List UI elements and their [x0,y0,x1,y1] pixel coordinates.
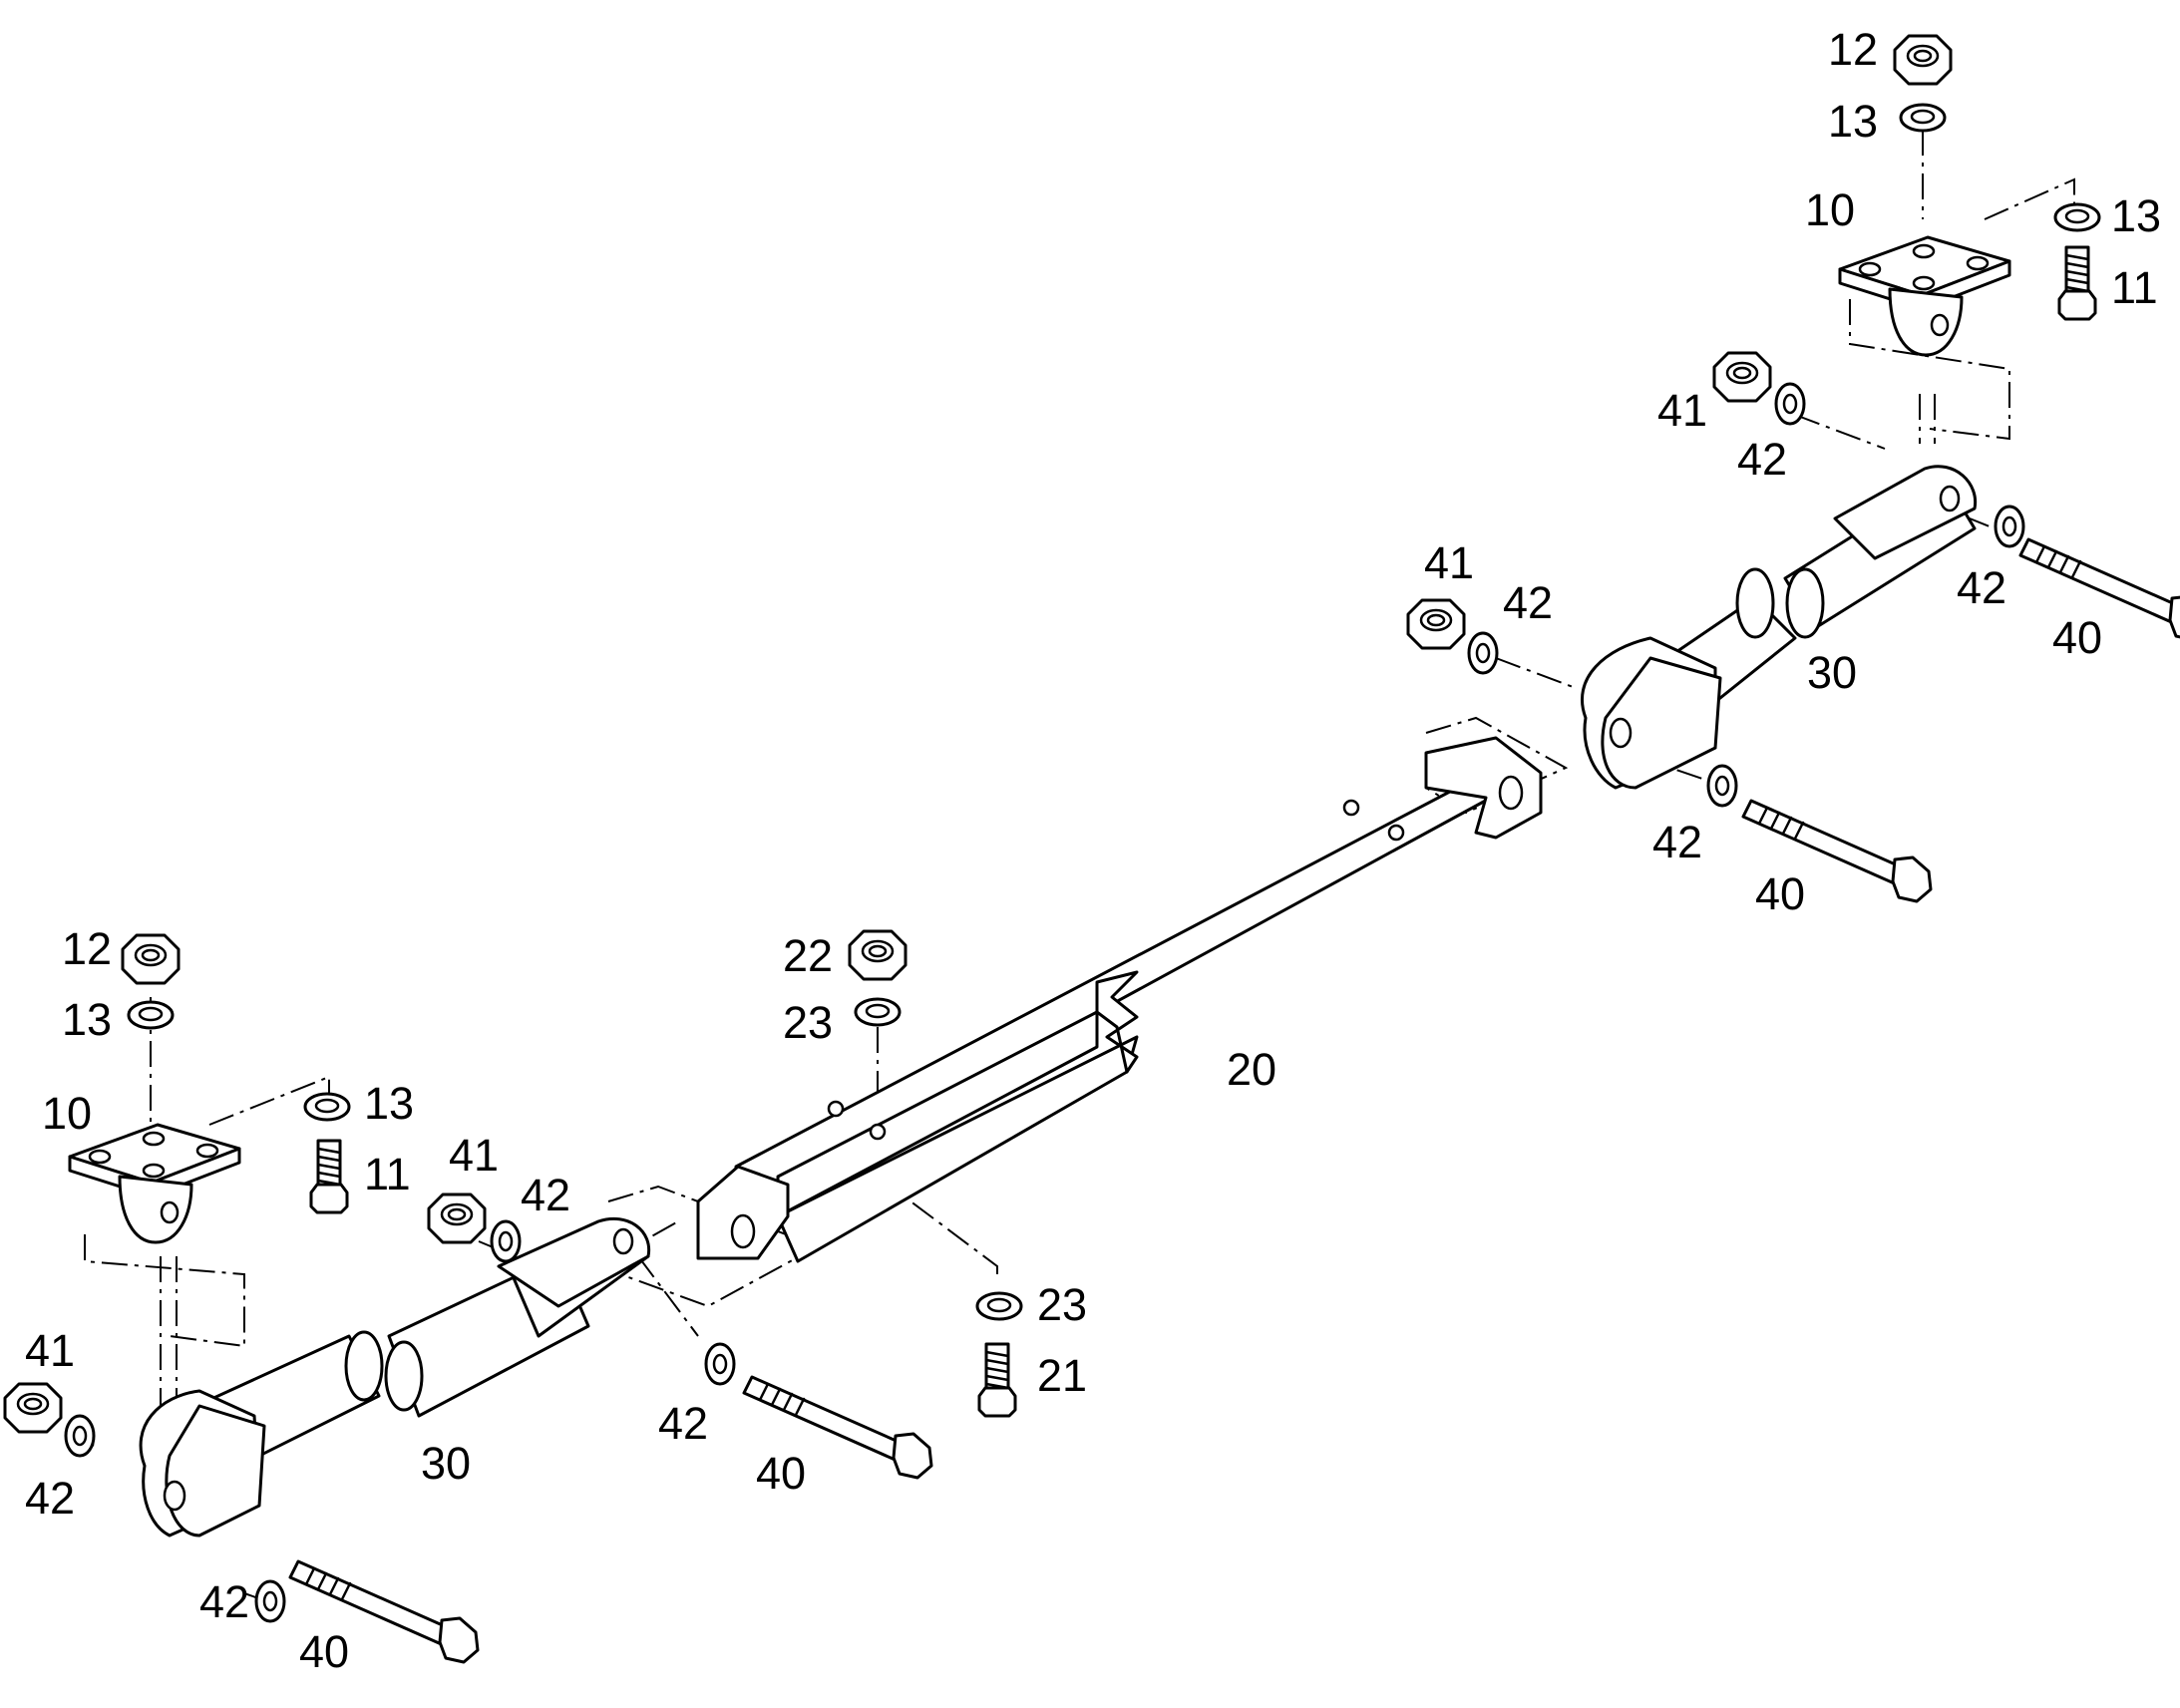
callout-label: 20 [1227,1044,1276,1095]
callout-label: 42 [521,1170,570,1220]
washer-13-left-top [127,1000,175,1030]
callout-label: 42 [25,1473,75,1524]
bolt-11-left [309,1139,349,1214]
washer-13-left [303,1092,351,1122]
bolt-11-right [2057,245,2097,321]
washer-13-right [2053,202,2101,232]
callout-label: 42 [1503,577,1553,628]
callout-label: 30 [1807,647,1857,698]
callout-label: 30 [421,1438,471,1489]
nut-41-right-upper [1712,351,1772,403]
nut-41-left-lower [3,1382,63,1434]
callout-label: 40 [756,1448,806,1499]
left-clevis [139,1389,266,1537]
washer-23-top [854,997,902,1027]
callout-label: 42 [199,1576,249,1627]
callout-label: 12 [1828,24,1878,75]
washer-23-bottom [975,1291,1023,1321]
washer-42-left-bottom [254,1579,286,1623]
nut-41-left-upper [427,1193,487,1244]
callout-label: 40 [1755,868,1805,919]
washer-42-left-mid [704,1342,736,1386]
callout-label: 22 [783,930,833,981]
washer-13-right-top [1899,103,1947,133]
right-clevis [1580,636,1722,790]
left-mounting-bracket [68,1123,241,1244]
callout-label: 23 [1037,1279,1087,1330]
callout-labels: 12 13 10 13 11 41 42 41 42 42 40 30 42 4… [25,24,2161,1677]
callout-label: 42 [658,1398,708,1449]
main-beam-20 [696,736,1543,1263]
washer-42-left-lower [64,1414,96,1458]
callout-label: 13 [364,1078,414,1129]
callout-label: 41 [25,1325,75,1376]
callout-label: 41 [1424,537,1474,588]
washer-42-right-lower [1467,631,1499,675]
left-tube-30 [173,1216,651,1488]
callout-label: 40 [2052,612,2102,663]
callout-label: 10 [42,1088,92,1139]
right-mounting-bracket [1838,235,2011,357]
callout-label: 42 [1737,434,1787,485]
washer-42-left-upper [490,1219,522,1263]
washer-42-right-mid [1706,764,1738,808]
nut-22 [848,929,908,981]
washer-42-right-upper-bolt [1994,505,2025,548]
callout-label: 11 [364,1149,411,1199]
nut-12-right [1893,34,1953,86]
callout-label: 42 [1652,817,1702,867]
callout-label: 21 [1037,1350,1087,1401]
callout-label: 41 [1657,385,1707,436]
nut-12-left [121,933,181,985]
callout-label: 40 [299,1626,349,1677]
bolt-21 [977,1342,1017,1418]
callout-label: 13 [2111,190,2161,241]
callout-label: 11 [2111,262,2158,313]
callout-label: 23 [783,997,833,1048]
nut-41-right-lower [1406,598,1466,650]
callout-label: 12 [62,923,112,974]
washer-42-right-upper [1774,382,1806,426]
callout-label: 13 [62,994,112,1045]
callout-label: 13 [1828,96,1878,147]
callout-label: 10 [1805,184,1855,235]
callout-label: 41 [449,1130,499,1181]
callout-label: 42 [1957,562,2006,613]
